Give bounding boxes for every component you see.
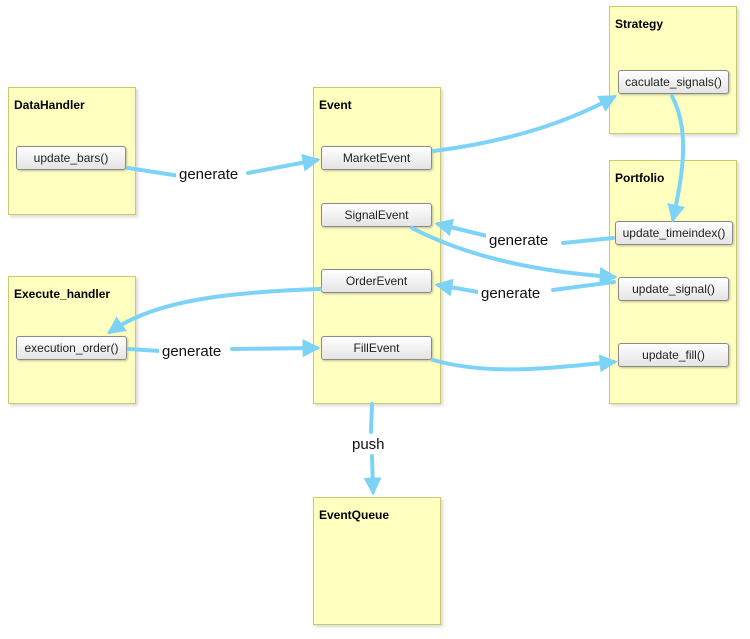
update-signal-method[interactable]: update_signal() [618, 277, 729, 301]
caculate-signals-method[interactable]: caculate_signals() [618, 70, 729, 94]
execute-handler-title: Execute_handler [14, 287, 111, 301]
arrow-caculate-signals-to-update-timeindex [667, 94, 686, 223]
update-timeindex-method[interactable]: update_timeindex() [615, 221, 733, 245]
update-fill-method[interactable]: update_fill() [618, 343, 729, 367]
arrow-market-event-to-caculate-signals [432, 95, 618, 153]
datahandler-title: DataHandler [14, 98, 85, 112]
generate-label-order: generate [478, 285, 544, 303]
portfolio-title: Portfolio [615, 171, 665, 185]
generate-label-signal: generate [486, 232, 552, 250]
update-bars-method[interactable]: update_bars() [16, 146, 126, 170]
arrow-update-timeindex-to-signal-event-head [434, 218, 489, 238]
strategy-title: Strategy [615, 17, 664, 31]
arrow-update-signal-to-order-event [551, 280, 616, 292]
arrow-update-signal-to-order-event-head [434, 278, 480, 297]
market-event-method[interactable]: MarketEvent [321, 146, 432, 170]
push-label: push [349, 436, 388, 454]
arrow-signal-event-to-update-signal [410, 226, 618, 286]
generate-label-market: generate [176, 166, 242, 184]
eventqueue-panel: EventQueue [313, 497, 441, 625]
execution-order-method[interactable]: execution_order() [16, 336, 127, 360]
arrow-event-to-eventqueue [369, 402, 374, 434]
signal-event-method[interactable]: SignalEvent [321, 203, 432, 227]
arrow-event-to-eventqueue-head [363, 454, 382, 496]
arrow-fill-event-to-update-fill [431, 354, 618, 373]
arrow-update-timeindex-to-signal-event [561, 236, 615, 245]
generate-label-fill: generate [159, 343, 225, 361]
arrow-execution-order-to-fill-event-head [230, 339, 321, 358]
arrow-update-bars-to-market-event [126, 160, 317, 178]
arrow-execution-order-to-fill-event [127, 347, 162, 353]
arrow-order-event-to-execution-order [107, 287, 322, 335]
fill-event-method[interactable]: FillEvent [321, 336, 432, 360]
eventqueue-title: EventQueue [319, 508, 390, 522]
event-title: Event [319, 98, 352, 112]
order-event-method[interactable]: OrderEvent [321, 269, 432, 293]
